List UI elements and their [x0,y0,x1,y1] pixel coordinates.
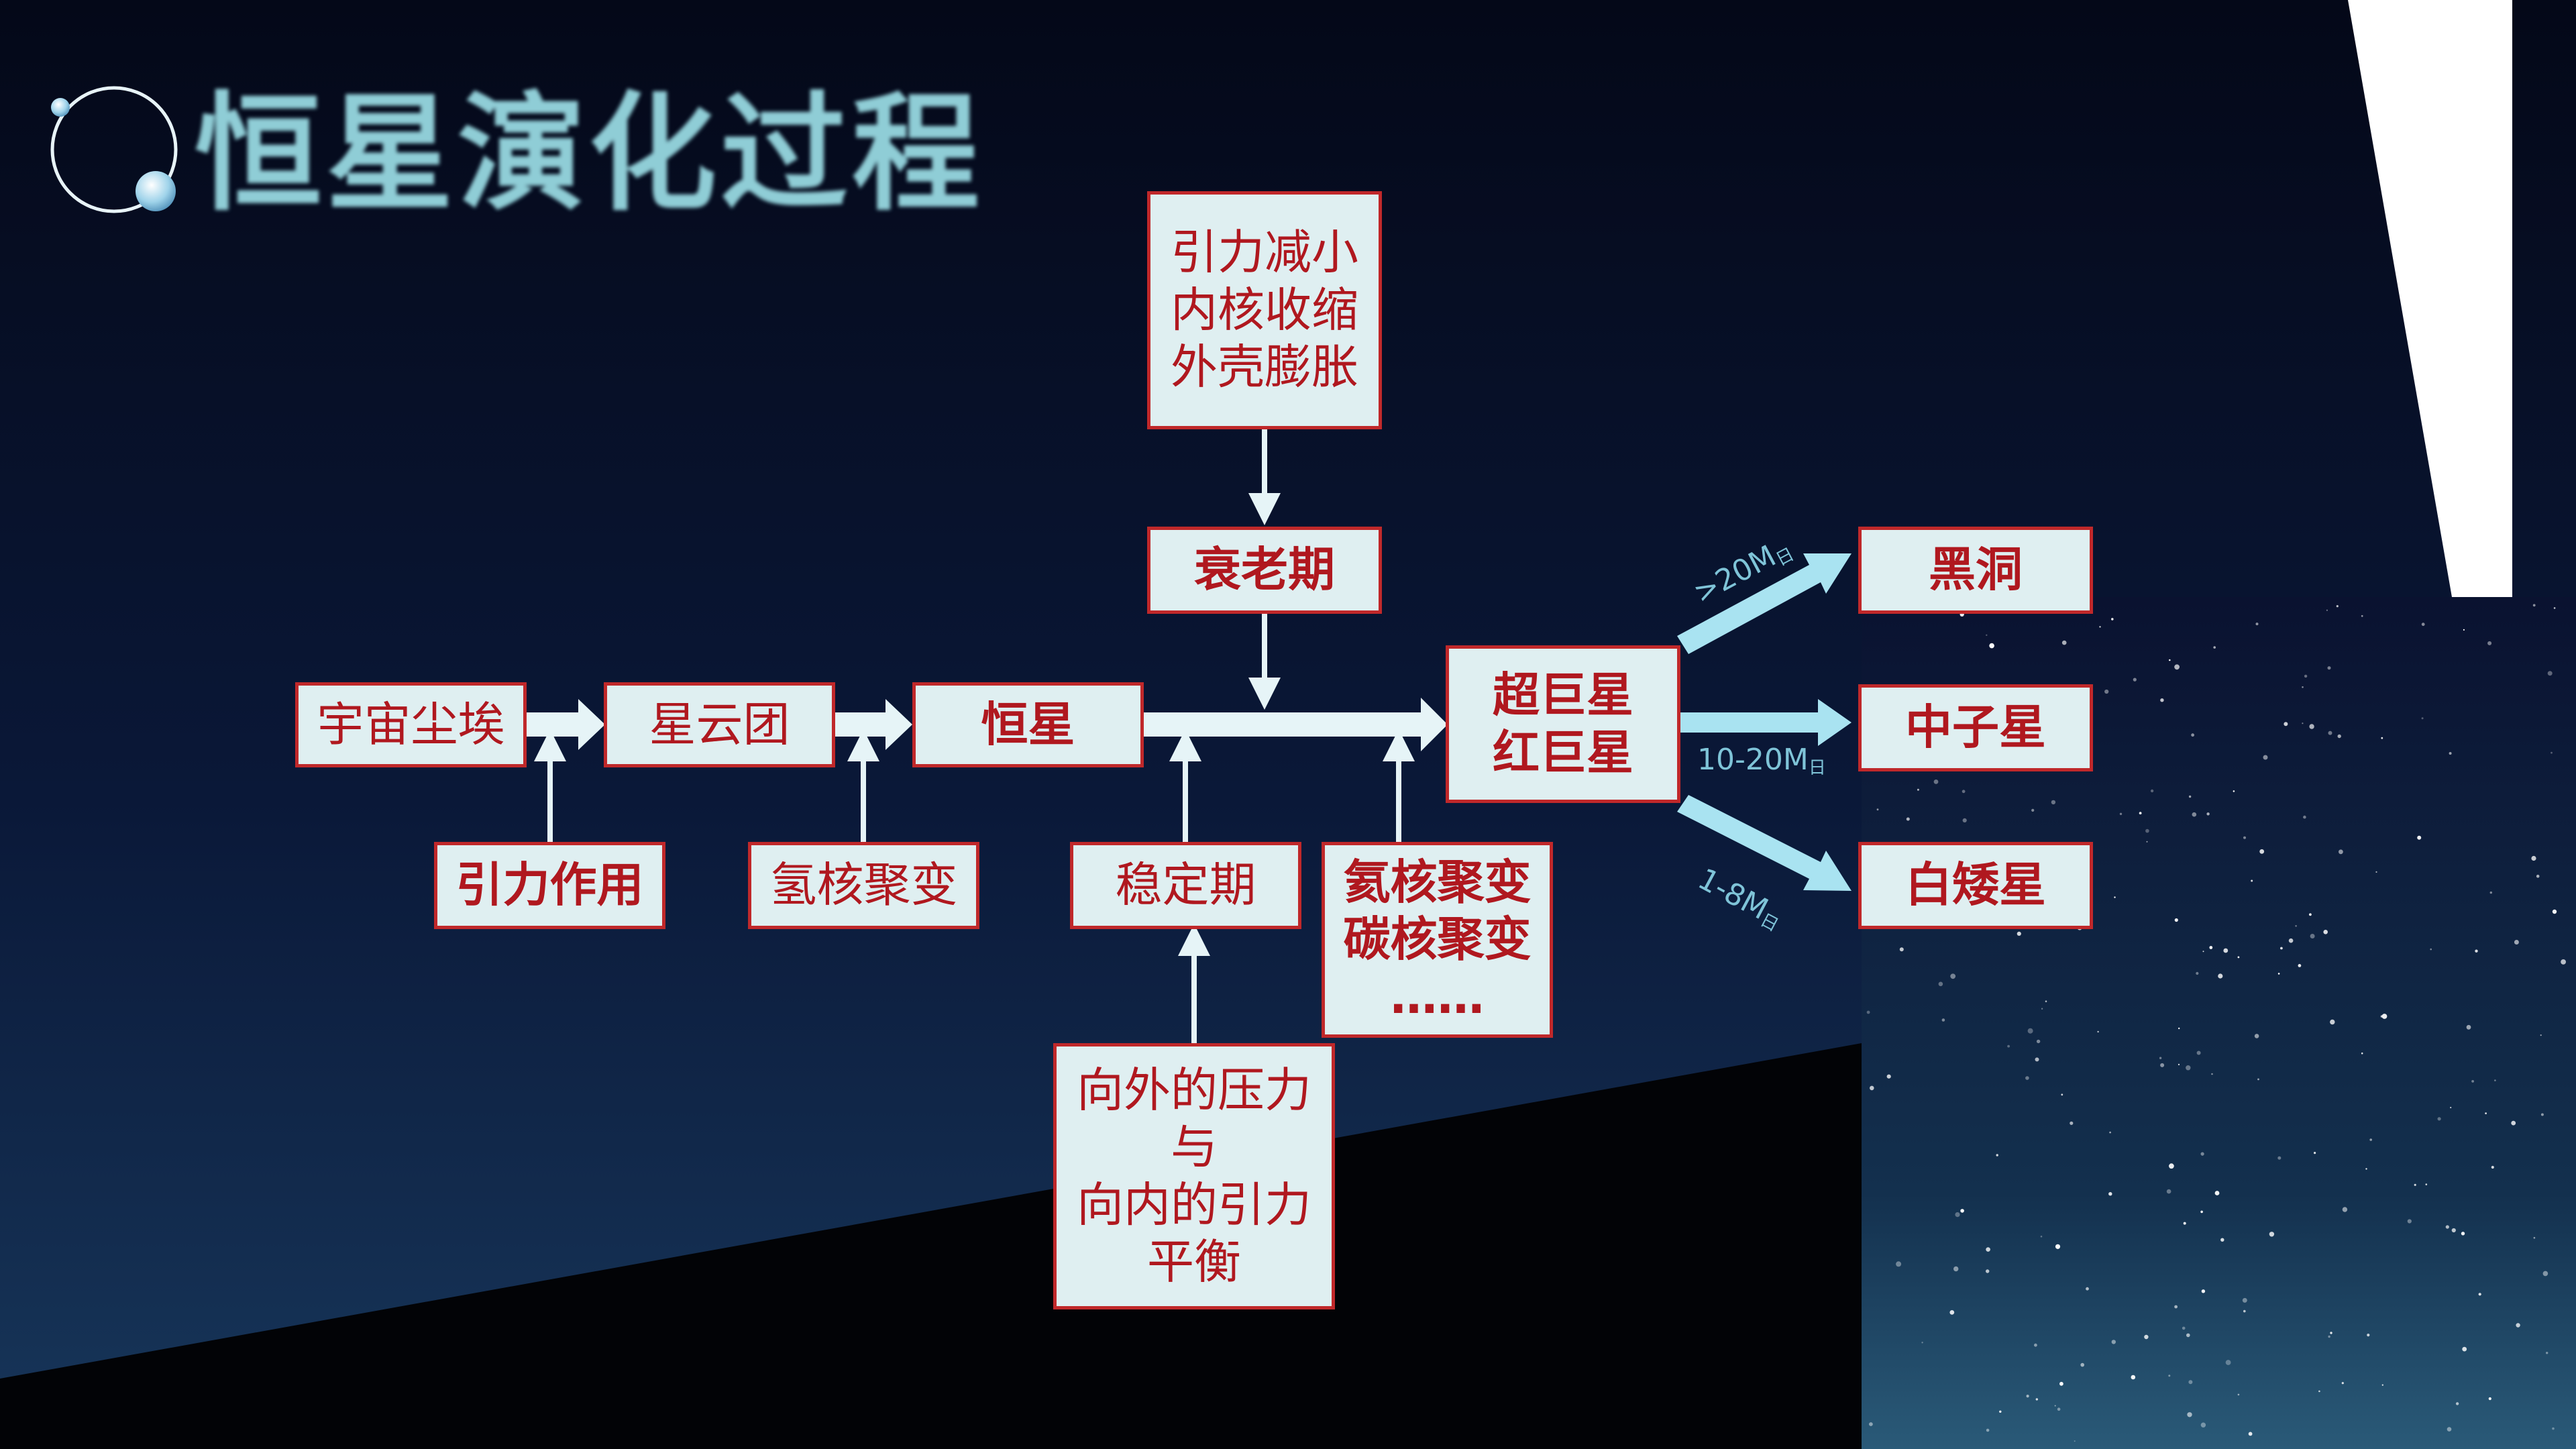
node-giant: 超巨星 红巨星 [1446,645,1680,803]
node-neutron-star: 中子星 [1858,684,2093,771]
outward-pressure-line: 向外的压力 [1077,1062,1311,1119]
node-gravity: 引力作用 [434,842,665,929]
arrow-giant-to-neutron-star [1677,699,1851,746]
node-force-balance: 向外的压力 与 向内的引力 平衡 [1053,1043,1335,1309]
node-nebula: 星云团 [604,682,835,767]
node-nebula-label: 星云团 [649,696,790,753]
mass-label-white-dwarf: 1-8M日 [1692,862,1789,936]
node-aging: 衰老期 [1147,527,1382,614]
node-cosmic-dust: 宇宙尘埃 [295,682,527,767]
and-line: 与 [1171,1119,1218,1176]
node-star: 恒星 [912,682,1144,767]
node-aging-label: 衰老期 [1194,541,1335,598]
node-gravity-label: 引力作用 [456,857,644,914]
node-aging-cause: 引力减小 内核收缩 外壳膨胀 [1147,191,1382,429]
node-star-label: 恒星 [981,696,1075,753]
node-black-hole-label: 黑洞 [1929,541,2023,598]
ellipsis-line: …… [1391,969,1485,1026]
node-stable-label: 稳定期 [1116,857,1256,914]
arrow-nebula-to-star [835,699,912,750]
node-white-dwarf: 白矮星 [1858,842,2093,929]
mass-label-neutron-star: 10-20M日 [1697,743,1826,778]
node-white-dwarf-label: 白矮星 [1905,857,2046,914]
core-contract-line: 内核收缩 [1171,282,1358,339]
shell-expand-line: 外壳膨胀 [1171,339,1358,396]
helium-fusion-line: 氦核聚变 [1344,854,1532,911]
node-black-hole: 黑洞 [1858,527,2093,614]
node-stable: 稳定期 [1070,842,1301,929]
node-hydrogen-fusion: 氢核聚变 [748,842,979,929]
red-giant-line: 红巨星 [1493,724,1633,782]
balance-line: 平衡 [1147,1234,1241,1291]
node-neutron-star-label: 中子星 [1905,699,2046,756]
arrow-star-to-giant [1144,698,1448,751]
arrow-dust-to-nebula [527,699,605,750]
carbon-fusion-line: 碳核聚变 [1344,911,1532,968]
node-hydrogen-fusion-label: 氢核聚变 [770,857,958,914]
gravity-decrease-line: 引力减小 [1171,224,1358,281]
inward-gravity-line: 向内的引力 [1077,1177,1311,1234]
supergiant-line: 超巨星 [1493,667,1633,724]
node-helium-carbon-fusion: 氦核聚变 碳核聚变 …… [1322,842,1553,1038]
node-cosmic-dust-label: 宇宙尘埃 [317,696,505,753]
